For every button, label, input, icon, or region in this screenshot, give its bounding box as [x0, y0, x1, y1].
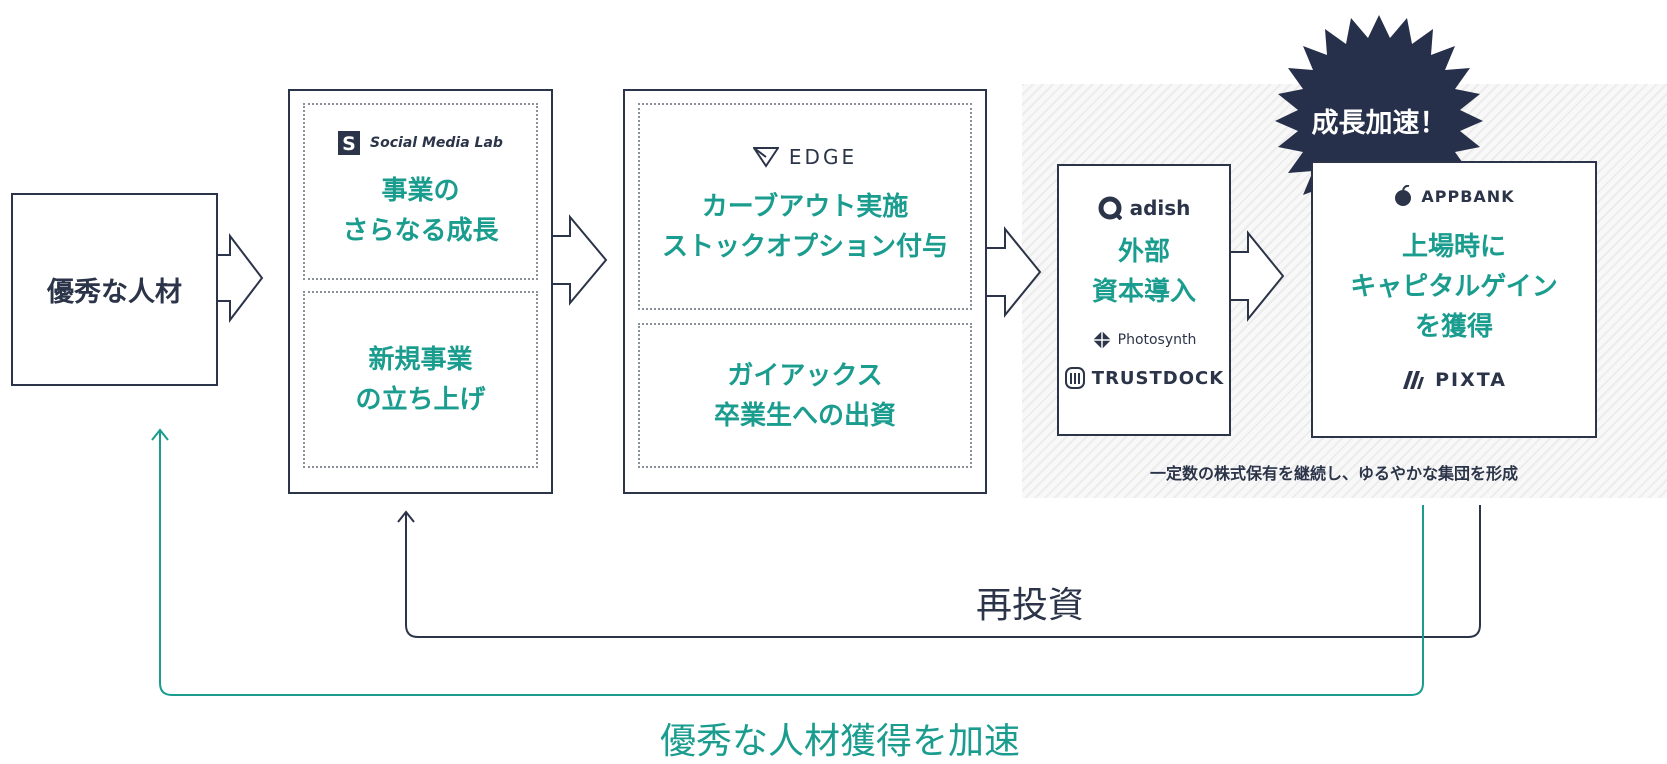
social-media-lab-logo: S Social Media Lab	[305, 131, 536, 155]
social-media-lab-icon: S	[338, 131, 361, 155]
ipo-text: 上場時に キャピタルゲイン を獲得	[1313, 227, 1595, 347]
arrow-1	[215, 233, 264, 323]
burst-label: 成長加速！	[1279, 96, 1479, 144]
edge-text: EDGE	[788, 145, 858, 169]
trustdock-icon	[1064, 367, 1085, 389]
svg-text:S: S	[342, 133, 356, 155]
edge-logo: EDGE	[640, 145, 970, 169]
growth-text-1-line-2: さらなる成長	[342, 216, 499, 246]
growth-panel-2: 新規事業 の立ち上げ	[303, 291, 538, 468]
reinvest-label: 再投資	[900, 576, 1160, 626]
group-caption-text: 一定数の株式保有を継続し、ゆるやかな集団を形成	[1149, 464, 1518, 483]
arrow-3	[984, 226, 1042, 318]
trustdock-logo: TRUSTDOCK	[1059, 366, 1229, 390]
edge-panel-2: ガイアックス 卒業生への出資	[638, 323, 972, 468]
external-text-line-2: 資本導入	[1091, 277, 1196, 307]
social-media-lab-text: Social Media Lab	[370, 135, 503, 151]
talent-label: 優秀な人材	[47, 277, 182, 308]
edge-text-1: カーブアウト実施 ストックオプション付与	[640, 187, 970, 267]
edge-text-2: ガイアックス 卒業生への出資	[714, 356, 896, 436]
accelerate-label: 優秀な人材獲得を加速	[560, 712, 1120, 762]
growth-text-2-line-1: 新規事業	[368, 344, 473, 375]
talent-arrowhead	[151, 428, 169, 441]
ipo-text-line-1: 上場時に	[1401, 232, 1506, 262]
edge-text-2-line-2: 卒業生への出資	[713, 400, 896, 431]
appbank-text: APPBANK	[1421, 186, 1515, 206]
growth-panel-1: S Social Media Lab 事業の さらなる成長	[303, 103, 538, 280]
ipo-text-line-3: を獲得	[1414, 312, 1493, 342]
burst-text: 成長加速！	[1311, 107, 1447, 139]
reinvest-text: 再投資	[975, 585, 1084, 626]
external-text-line-1: 外部	[1117, 237, 1170, 267]
growth-box: S Social Media Lab 事業の さらなる成長 新規事業 の立ち上げ	[288, 89, 553, 494]
growth-text-2: 新規事業 の立ち上げ	[355, 340, 485, 420]
growth-text-1: 事業の さらなる成長	[305, 171, 536, 251]
reinvest-line	[405, 505, 1481, 638]
arrow-4	[1228, 230, 1285, 322]
photosynth-logo: Photosynth	[1059, 330, 1229, 350]
edge-box: EDGE カーブアウト実施 ストックオプション付与 ガイアックス 卒業生への出資	[623, 89, 987, 494]
edge-text-2-line-1: ガイアックス	[727, 360, 883, 391]
edge-panel-1: EDGE カーブアウト実施 ストックオプション付与	[638, 103, 972, 310]
group-caption: 一定数の株式保有を継続し、ゆるやかな集団を形成	[1074, 460, 1594, 484]
adish-logo: adish	[1059, 196, 1229, 220]
growth-text-1-line-1: 事業の	[381, 176, 460, 206]
adish-text: adish	[1129, 196, 1191, 220]
appbank-icon	[1395, 185, 1412, 206]
pixta-icon	[1403, 371, 1425, 389]
pixta-logo: PIXTA	[1313, 369, 1595, 391]
growth-text-2-line-2: の立ち上げ	[355, 384, 486, 415]
edge-text-1-line-1: カーブアウト実施	[701, 192, 909, 222]
talent-box: 優秀な人材	[11, 193, 218, 386]
external-capital-box: adish 外部 資本導入 Photosynth TRUSTDOCK	[1057, 164, 1231, 436]
edge-text-1-line-2: ストックオプション付与	[661, 232, 948, 262]
photosynth-icon	[1092, 331, 1111, 349]
edge-icon	[752, 147, 779, 168]
appbank-logo: APPBANK	[1313, 185, 1595, 207]
talent-line	[159, 430, 1424, 696]
adish-icon	[1098, 196, 1122, 220]
ipo-box: APPBANK 上場時に キャピタルゲイン を獲得 PIXTA	[1311, 161, 1597, 438]
ipo-text-line-2: キャピタルゲイン	[1350, 272, 1558, 302]
accelerate-text: 優秀な人材獲得を加速	[659, 721, 1020, 762]
pixta-text: PIXTA	[1435, 369, 1507, 391]
reinvest-arrowhead	[397, 510, 415, 523]
external-text: 外部 資本導入	[1059, 232, 1229, 312]
arrow-2	[550, 214, 608, 306]
trustdock-text: TRUSTDOCK	[1091, 367, 1225, 389]
photosynth-text: Photosynth	[1117, 332, 1197, 348]
